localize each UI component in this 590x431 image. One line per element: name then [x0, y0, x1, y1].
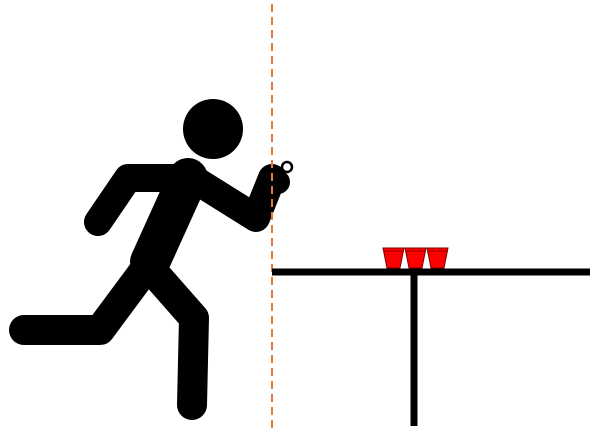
person-head	[183, 99, 243, 159]
cups-group	[383, 248, 448, 268]
table-icon	[272, 272, 590, 426]
person-front-leg	[150, 268, 194, 405]
ping-pong-ball-icon	[282, 162, 292, 172]
person-throwing-arm	[192, 178, 272, 218]
person-back-leg	[24, 268, 146, 330]
running-person-icon	[24, 99, 290, 405]
person-hand	[266, 170, 290, 194]
